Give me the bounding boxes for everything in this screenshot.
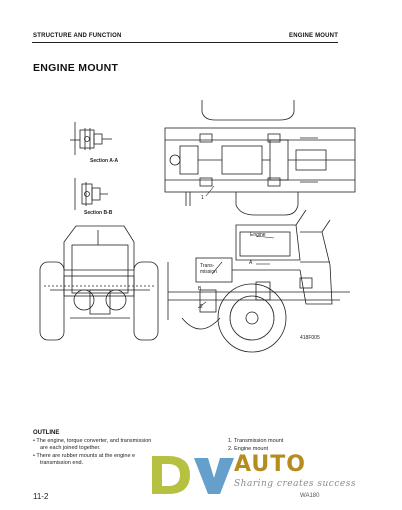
transmission-label: Trans- mission bbox=[200, 263, 217, 275]
front-view bbox=[39, 225, 159, 341]
header-topic: ENGINE MOUNT bbox=[289, 33, 339, 39]
outline-bullet-2: • There are rubber mounts at the engine … bbox=[33, 453, 136, 459]
outline-bullet-2b: transmission end. bbox=[40, 460, 84, 466]
section-b-detail bbox=[74, 178, 108, 210]
watermark-brand: AUTO bbox=[234, 452, 306, 477]
figure-code: 418F005 bbox=[300, 335, 320, 341]
watermark-tagline: Sharing creates success bbox=[234, 479, 356, 489]
engine-label: Engine bbox=[250, 232, 266, 238]
section-a-label: Section A-A bbox=[90, 158, 119, 164]
label-1-top: 1 bbox=[201, 195, 204, 201]
section-b-label: Section B-B bbox=[84, 210, 113, 216]
label-2: 2 bbox=[200, 304, 203, 310]
outline-bullet-1: • The engine, torque converter, and tran… bbox=[33, 438, 152, 444]
label-b: B bbox=[198, 286, 202, 292]
page-number: 11-2 bbox=[33, 492, 49, 501]
side-view bbox=[167, 209, 350, 353]
header-section: STRUCTURE AND FUNCTION bbox=[33, 33, 122, 39]
outline-bullet-1b: are each joined together. bbox=[40, 445, 101, 451]
header-rule bbox=[32, 42, 338, 43]
page-title: ENGINE MOUNT bbox=[33, 62, 119, 74]
list-item-2: 2. Engine mount bbox=[228, 446, 269, 452]
watermark-logo-icon bbox=[152, 456, 234, 494]
list-item-1: 1. Transmission mount bbox=[228, 438, 284, 444]
leader-lines bbox=[197, 185, 275, 309]
outline-heading: OUTLINE bbox=[33, 430, 60, 436]
model-code: WA180 bbox=[300, 493, 320, 499]
plan-view bbox=[164, 100, 356, 216]
label-a: A bbox=[249, 260, 253, 266]
section-a-detail bbox=[70, 122, 112, 155]
